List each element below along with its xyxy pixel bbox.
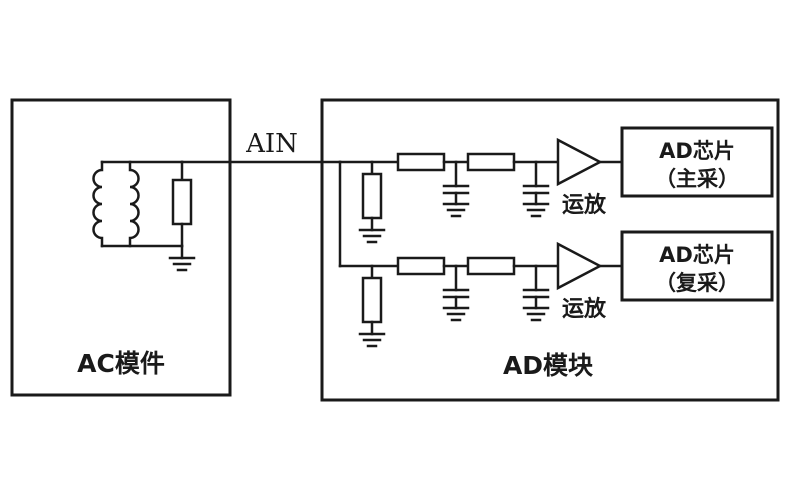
- ad-chip-main-label-line1: AD芯片: [659, 139, 735, 163]
- ain-label: AIN: [245, 129, 298, 159]
- ad-module-label: AD模块: [503, 351, 593, 380]
- opamp-triangle-top: [556, 137, 603, 187]
- transformer-primary-coil: [92, 160, 104, 248]
- ad-chip-box-main: [620, 126, 774, 198]
- ac-module-label: AC模件: [77, 349, 165, 378]
- ad-chip-redundant-label-line1: AD芯片: [659, 243, 735, 267]
- shunt-resistor-bottom: [361, 276, 383, 324]
- ad-chip-main-label-line2: （主采）: [655, 167, 739, 191]
- ground-icon: [168, 256, 196, 272]
- ground-icon: [358, 228, 386, 244]
- series-resistor-top-1: [396, 152, 446, 172]
- series-resistor-bottom-1: [396, 256, 446, 276]
- ground-icon: [522, 202, 550, 218]
- transformer-secondary-coil: [128, 160, 140, 248]
- ad-module-box: [320, 98, 780, 402]
- opamp-label-top: 运放: [562, 192, 607, 218]
- opamp-label-bottom: 运放: [562, 296, 607, 322]
- ground-icon: [442, 306, 470, 322]
- series-resistor-top-2: [466, 152, 516, 172]
- ac-module-box: [10, 98, 232, 397]
- ad-chip-box-redundant: [620, 230, 774, 302]
- series-resistor-bottom-2: [466, 256, 516, 276]
- opamp-triangle-bottom: [556, 241, 603, 291]
- ground-icon: [522, 306, 550, 322]
- shunt-resistor-top: [361, 172, 383, 220]
- ground-icon: [358, 332, 386, 348]
- ad-chip-redundant-label-line2: （复采）: [655, 271, 739, 295]
- burden-resistor: [171, 178, 193, 226]
- ground-icon: [442, 202, 470, 218]
